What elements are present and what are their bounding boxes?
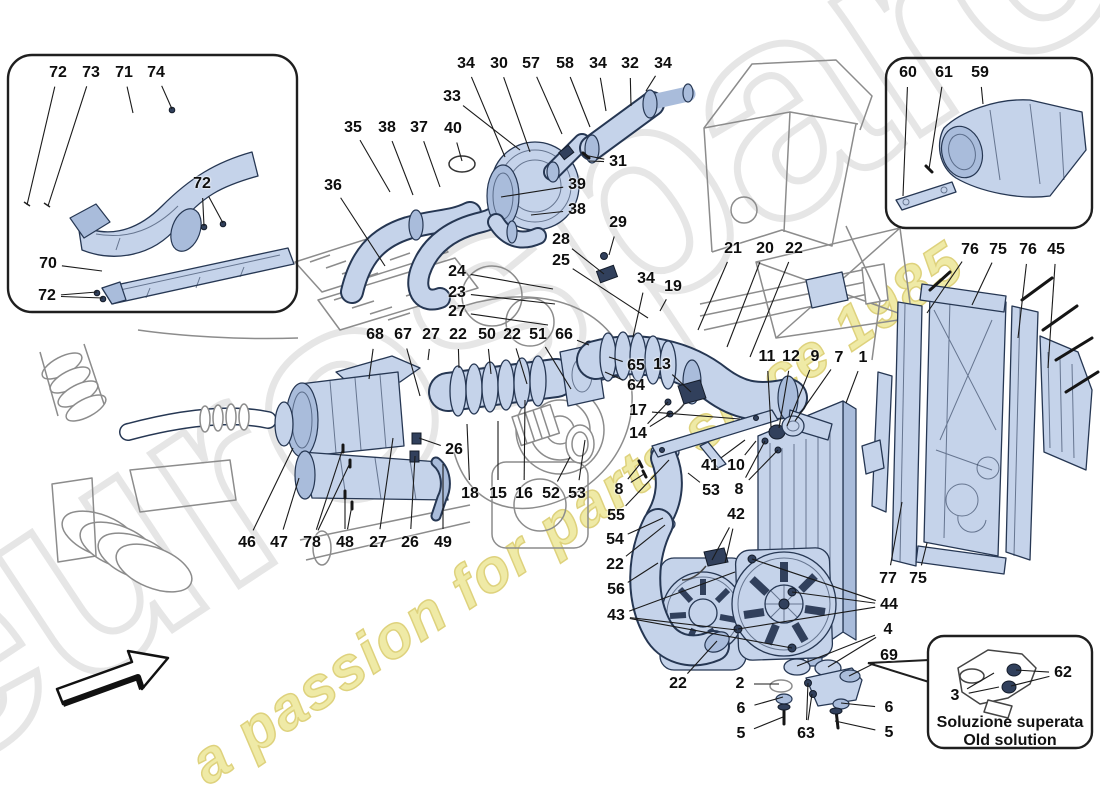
intercooler-pipe: [565, 331, 808, 464]
cooling-fan: [731, 547, 837, 661]
radiator-mount-hardware: [769, 658, 863, 730]
cabin-duct-inset: [6, 53, 299, 314]
intercooler-air-guide-panels: [861, 270, 1100, 575]
rear-duct-inset: [884, 56, 1094, 230]
air-duct-45: [1039, 335, 1093, 471]
chassis-line-art: [699, 59, 913, 361]
duct-71: [69, 151, 259, 257]
radiator-bracket: [651, 409, 779, 469]
exhaust-line-art: [39, 329, 299, 593]
duct-59: [938, 99, 1087, 198]
old-solution-caption-en: Old solution: [963, 732, 1057, 749]
bracket-60: [895, 181, 957, 211]
old-solution-caption-it: Soluzione superata: [936, 714, 1084, 731]
duct-70: [101, 247, 295, 305]
direction-arrow: [55, 649, 170, 707]
